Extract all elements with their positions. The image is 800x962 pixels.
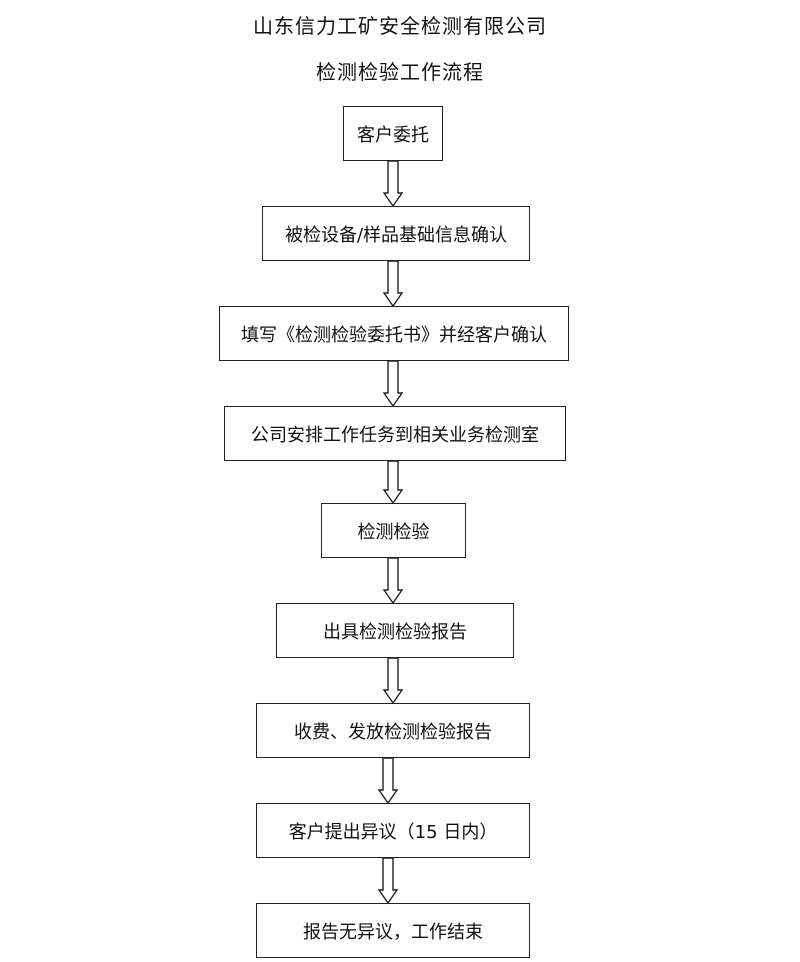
down-arrow-6 [382, 657, 404, 705]
down-arrow-5 [382, 557, 404, 605]
step-issue-report: 出具检测检验报告 [276, 603, 514, 658]
step-client-objection: 客户提出异议（15 日内） [256, 803, 530, 858]
company-title: 山东信力工矿安全检测有限公司 [253, 14, 547, 38]
down-arrow-3 [382, 360, 404, 408]
down-arrow-2 [382, 260, 404, 308]
step-client-commission: 客户委托 [343, 106, 443, 161]
flow-title: 检测检验工作流程 [316, 60, 484, 84]
step-inspection: 检测检验 [321, 503, 466, 558]
step-info-confirmation: 被检设备/样品基础信息确认 [262, 206, 530, 261]
down-arrow-8 [377, 857, 399, 905]
step-assign-task: 公司安排工作任务到相关业务检测室 [224, 406, 566, 461]
step-fee-and-delivery: 收费、发放检测检验报告 [256, 703, 530, 758]
step-complete: 报告无异议，工作结束 [256, 903, 530, 958]
down-arrow-4 [382, 460, 404, 505]
down-arrow-1 [382, 160, 404, 208]
down-arrow-7 [377, 757, 399, 805]
